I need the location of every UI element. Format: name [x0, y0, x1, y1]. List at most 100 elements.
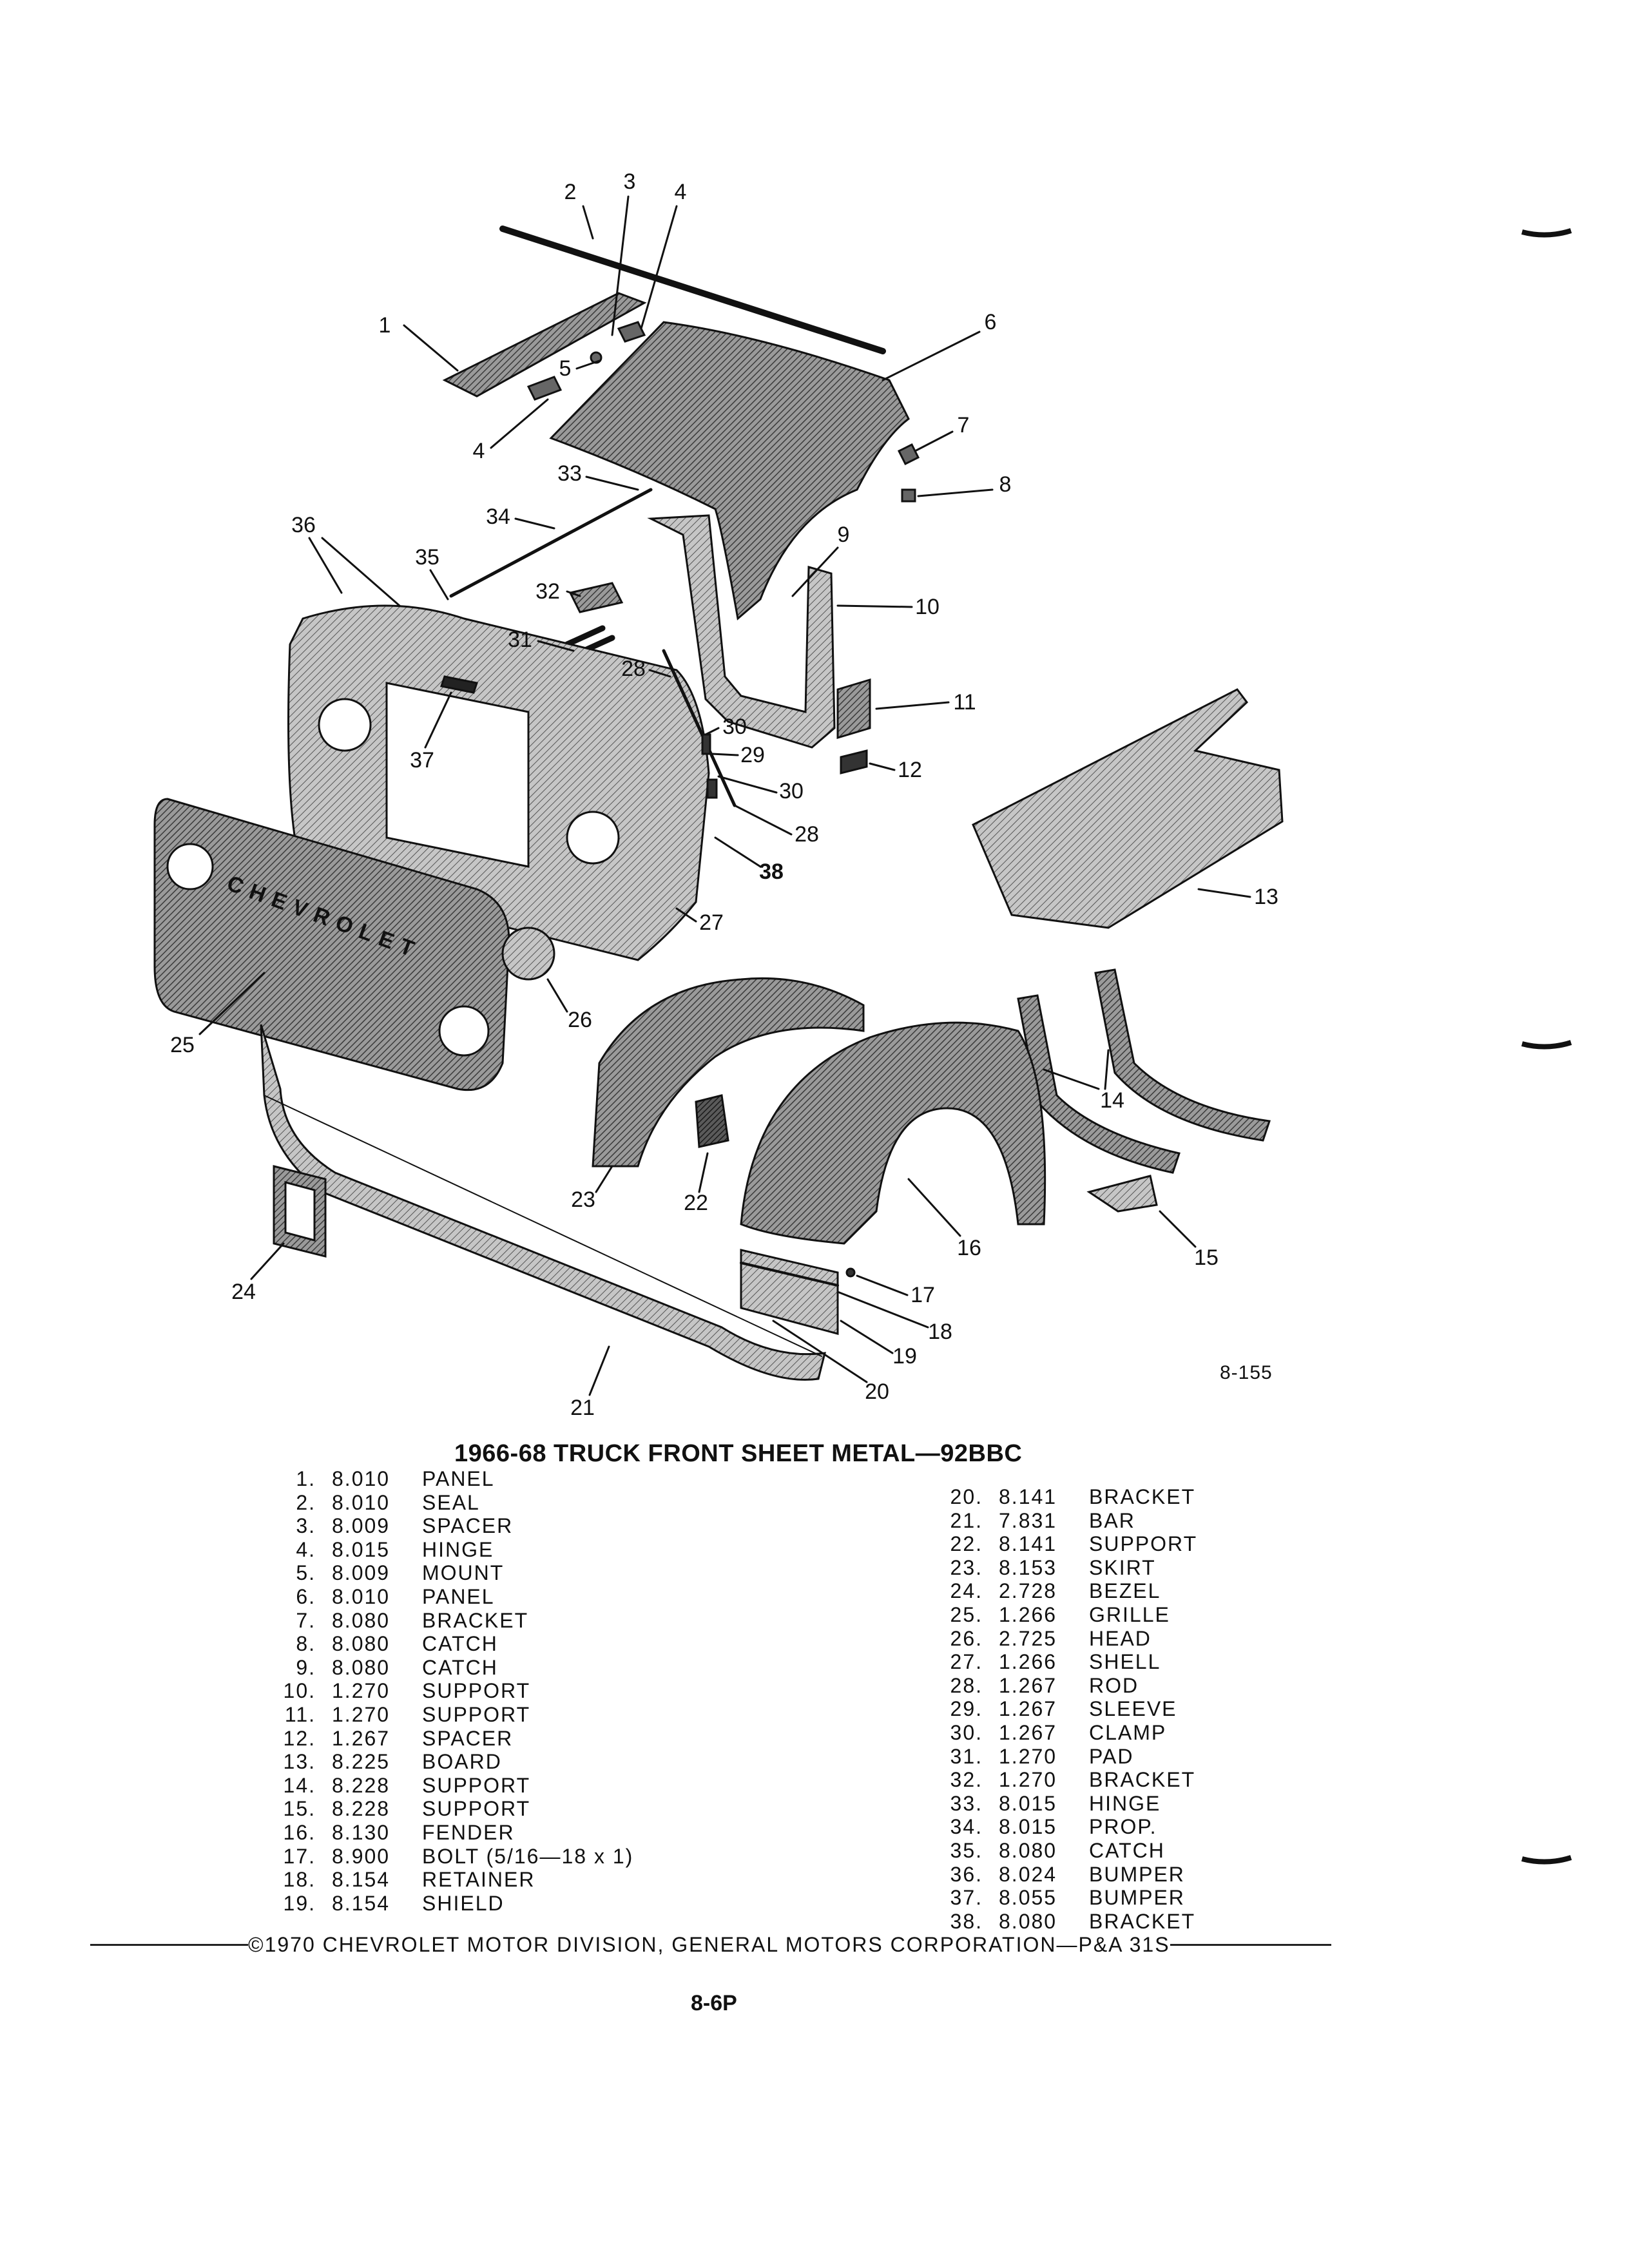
- part-bumper-bar-face: [264, 1095, 822, 1357]
- group-number: 1.267: [999, 1721, 1057, 1744]
- leader-line: [490, 398, 549, 449]
- part-name: SHIELD: [422, 1891, 505, 1915]
- part-grille-shell-opening: [385, 682, 530, 868]
- callout-2: 2: [564, 180, 577, 204]
- part-number: 18.: [283, 1868, 316, 1892]
- figure-code: 8-155: [1220, 1362, 1273, 1383]
- callout-23: 23: [571, 1187, 595, 1212]
- leader-line: [575, 360, 601, 370]
- leader-line: [875, 701, 950, 710]
- leader-line: [717, 775, 778, 794]
- callout-17: 17: [911, 1283, 935, 1307]
- part-support-small: [1086, 1175, 1158, 1213]
- callout-32: 32: [535, 579, 560, 604]
- group-number: 8.153: [999, 1555, 1057, 1579]
- leader-line: [711, 753, 739, 756]
- part-bumper-bar: [260, 1024, 826, 1381]
- part-number: 34.: [950, 1815, 983, 1839]
- group-number: 7.831: [999, 1508, 1057, 1532]
- part-running-board: [972, 688, 1284, 929]
- group-number: 8.010: [332, 1467, 390, 1490]
- part-name: BRACKET: [422, 1608, 529, 1632]
- part-name: BRACKET: [1089, 1909, 1196, 1933]
- leader-line: [424, 691, 452, 749]
- part-number: 6.: [296, 1585, 316, 1608]
- callout-28: 28: [795, 822, 819, 847]
- part-number: 2.: [296, 1490, 316, 1514]
- part-number: 26.: [950, 1626, 983, 1650]
- part-skirt: [592, 977, 865, 1168]
- copyright-text: ©1970 CHEVROLET MOTOR DIVISION, GENERAL …: [248, 1933, 1170, 1956]
- exploded-parts-diagram: CHEVROLET: [153, 195, 1284, 1396]
- leader-line: [1159, 1210, 1197, 1248]
- part-name: SUPPORT: [1089, 1532, 1198, 1556]
- part-name: ROD: [1089, 1673, 1139, 1697]
- leader-line: [588, 1345, 610, 1396]
- group-number: 8.010: [332, 1585, 390, 1608]
- callout-35: 35: [415, 545, 439, 570]
- part-number: 11.: [284, 1703, 316, 1726]
- callout-29: 29: [740, 743, 765, 767]
- part-pad: [564, 625, 606, 648]
- part-number: 13.: [283, 1750, 316, 1774]
- callout-3: 3: [623, 169, 636, 194]
- part-name: HEAD: [1089, 1626, 1152, 1650]
- leader-line: [403, 324, 459, 372]
- part-name: BEZEL: [1089, 1579, 1161, 1603]
- part-name: SEAL: [422, 1490, 480, 1514]
- group-number: 1.270: [999, 1768, 1057, 1792]
- group-number: 8.080: [332, 1655, 390, 1679]
- leader-line: [882, 331, 981, 381]
- part-name: CATCH: [422, 1632, 498, 1656]
- callout-20: 20: [865, 1379, 889, 1404]
- part-name: PROP.: [1089, 1815, 1157, 1839]
- copyright-line: ©1970 CHEVROLET MOTOR DIVISION, GENERAL …: [90, 1933, 1347, 1957]
- part-name: PANEL: [422, 1585, 495, 1608]
- callout-31: 31: [508, 628, 532, 652]
- leader-line: [907, 1178, 961, 1237]
- part-name: BOLT (5/16—18 x 1): [422, 1844, 634, 1868]
- leader-line: [198, 972, 265, 1035]
- group-number: 1.270: [332, 1679, 390, 1703]
- part-seal: [499, 226, 886, 354]
- part-number: 1.: [296, 1467, 316, 1490]
- part-number: 37.: [950, 1886, 983, 1910]
- group-number: 8.130: [332, 1821, 390, 1844]
- group-number: 8.024: [999, 1862, 1057, 1886]
- part-hood-catch-bracket: [897, 443, 920, 466]
- leader-line: [585, 476, 639, 491]
- leader-line: [1104, 1049, 1110, 1090]
- part-number: 7.: [296, 1608, 316, 1632]
- part-headlamp: [501, 927, 555, 981]
- callout-4: 4: [674, 180, 687, 204]
- leader-line: [308, 537, 343, 594]
- group-number: 2.728: [999, 1579, 1057, 1603]
- callout-36: 36: [291, 513, 316, 537]
- group-number: 1.267: [999, 1697, 1057, 1721]
- leader-line: [611, 195, 630, 336]
- group-number: 8.010: [332, 1490, 390, 1514]
- group-number: 8.228: [332, 1797, 390, 1821]
- callout-4: 4: [472, 439, 485, 463]
- group-number: 8.154: [332, 1868, 390, 1892]
- part-name: BOARD: [422, 1750, 502, 1774]
- leader-line: [704, 727, 720, 736]
- part-name: CATCH: [422, 1655, 498, 1679]
- part-name: BUMPER: [1089, 1886, 1185, 1910]
- callout-26: 26: [568, 1008, 592, 1032]
- leader-line: [772, 1320, 868, 1383]
- callout-12: 12: [898, 758, 922, 782]
- part-name: SUPPORT: [422, 1773, 531, 1797]
- group-number: 8.228: [332, 1773, 390, 1797]
- part-bolt: [845, 1267, 856, 1278]
- group-number: 8.009: [332, 1514, 390, 1538]
- part-number: 4.: [296, 1537, 316, 1561]
- leader-line: [514, 517, 555, 530]
- callout-30: 30: [722, 715, 747, 739]
- group-number: 8.080: [332, 1608, 390, 1632]
- leader-line: [595, 1165, 613, 1193]
- group-number: 8.080: [999, 1839, 1057, 1862]
- part-name: HINGE: [1089, 1791, 1161, 1815]
- callout-25: 25: [170, 1033, 195, 1057]
- group-number: 8.009: [332, 1561, 390, 1585]
